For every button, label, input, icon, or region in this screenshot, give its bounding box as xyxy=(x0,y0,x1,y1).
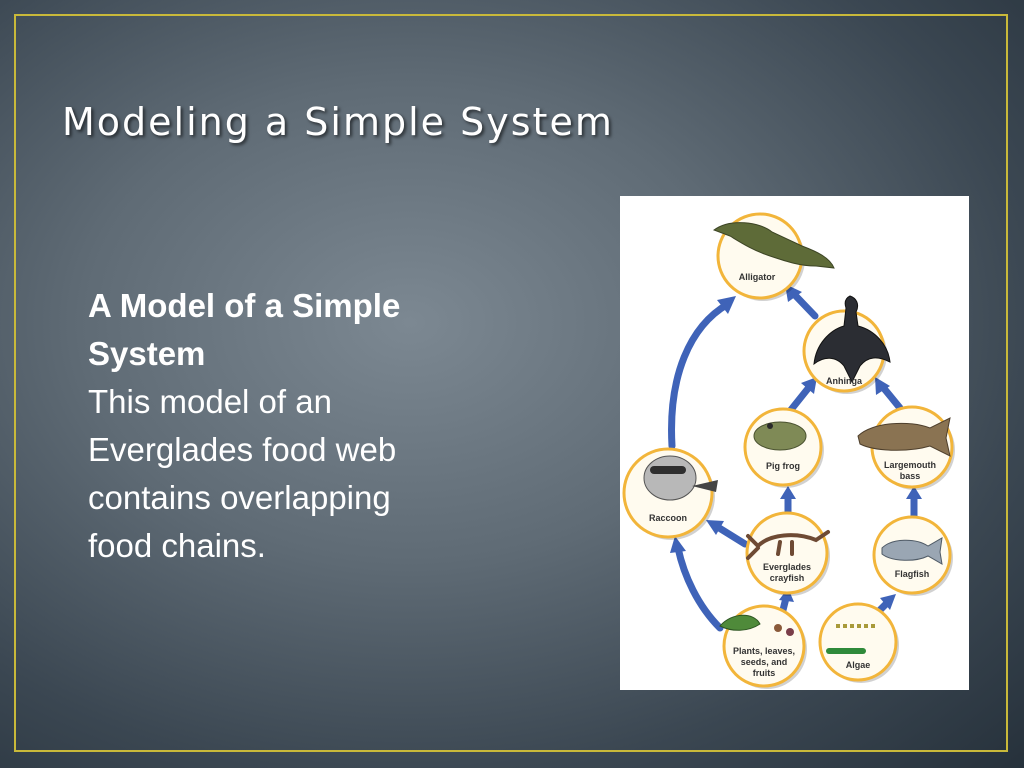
anhinga-icon xyxy=(813,295,891,384)
node-plants: Plants, leaves, seeds, and fruits xyxy=(719,604,807,689)
bass-icon xyxy=(857,417,951,457)
node-label-plants-3: fruits xyxy=(753,668,776,678)
heading-line-2: System xyxy=(88,335,206,372)
arrow-crayfish-to-raccoon xyxy=(712,522,749,548)
body-line-4: food chains. xyxy=(88,527,266,564)
node-label-pig-frog: Pig frog xyxy=(766,461,800,471)
pig-frog-icon xyxy=(753,421,807,451)
flagfish-icon xyxy=(881,537,943,565)
node-label-bass-1: Largemouth xyxy=(884,460,936,470)
node-label-crayfish-1: Everglades xyxy=(763,562,811,572)
node-alligator: Alligator xyxy=(712,212,835,301)
body-line-3: contains overlapping xyxy=(88,479,391,516)
arrow-head xyxy=(906,486,922,499)
node-raccoon: Raccoon xyxy=(622,447,718,540)
node-label-alligator: Alligator xyxy=(739,272,776,282)
arrow-head xyxy=(779,588,794,602)
node-label-plants-1: Plants, leaves, xyxy=(733,646,795,656)
node-label-crayfish-2: crayfish xyxy=(770,573,805,583)
arrow-raccoon-to-alligator xyxy=(668,300,732,450)
slide-frame xyxy=(14,14,1008,752)
node-anhinga: Anhinga xyxy=(802,295,891,394)
node-label-plants-2: seeds, and xyxy=(741,657,788,667)
arrow-bass-to-anhinga xyxy=(878,382,904,412)
node-largemouth-bass: Largemouth bass xyxy=(857,405,955,490)
arrow-head xyxy=(801,377,817,394)
raccoon-icon xyxy=(643,455,697,501)
food-web-svg: Alligator Anhinga Pig frog Largemouth ba… xyxy=(622,212,955,689)
heading-line-1: A Model of a Simple xyxy=(88,287,401,324)
arrow-head xyxy=(880,594,896,610)
node-algae: Algae xyxy=(818,602,899,683)
node-label-bass-2: bass xyxy=(900,471,921,481)
leaf-icon xyxy=(719,614,761,631)
arrow-head xyxy=(717,296,736,314)
body-text: A Model of a Simple System This model of… xyxy=(88,282,488,570)
node-label-raccoon: Raccoon xyxy=(649,513,687,523)
arrow-head xyxy=(875,377,890,395)
node-crayfish: Everglades crayfish xyxy=(745,511,830,596)
body-line-1: This model of an xyxy=(88,383,332,420)
arrows xyxy=(668,284,922,632)
arrow-plants-to-raccoon xyxy=(674,544,724,632)
arrow-head xyxy=(670,536,686,553)
food-web-diagram: Alligator Anhinga Pig frog Largemouth ba… xyxy=(620,196,969,690)
seed-icon xyxy=(786,628,794,636)
node-label-anhinga: Anhinga xyxy=(826,376,863,386)
seed-icon xyxy=(774,624,782,632)
arrow-head xyxy=(706,520,724,535)
arrow-head xyxy=(785,284,802,302)
body-line-2: Everglades food web xyxy=(88,431,397,468)
arrow-pigfrog-to-anhinga xyxy=(786,382,814,415)
node-label-flagfish: Flagfish xyxy=(895,569,930,579)
node-label-algae: Algae xyxy=(846,660,871,670)
arrow-head xyxy=(780,486,796,499)
crayfish-icon xyxy=(746,530,830,560)
alligator-icon xyxy=(712,222,835,269)
node-flagfish: Flagfish xyxy=(872,515,953,596)
node-pig-frog: Pig frog xyxy=(743,407,824,488)
slide-title: Modeling a Simple System xyxy=(62,100,614,144)
